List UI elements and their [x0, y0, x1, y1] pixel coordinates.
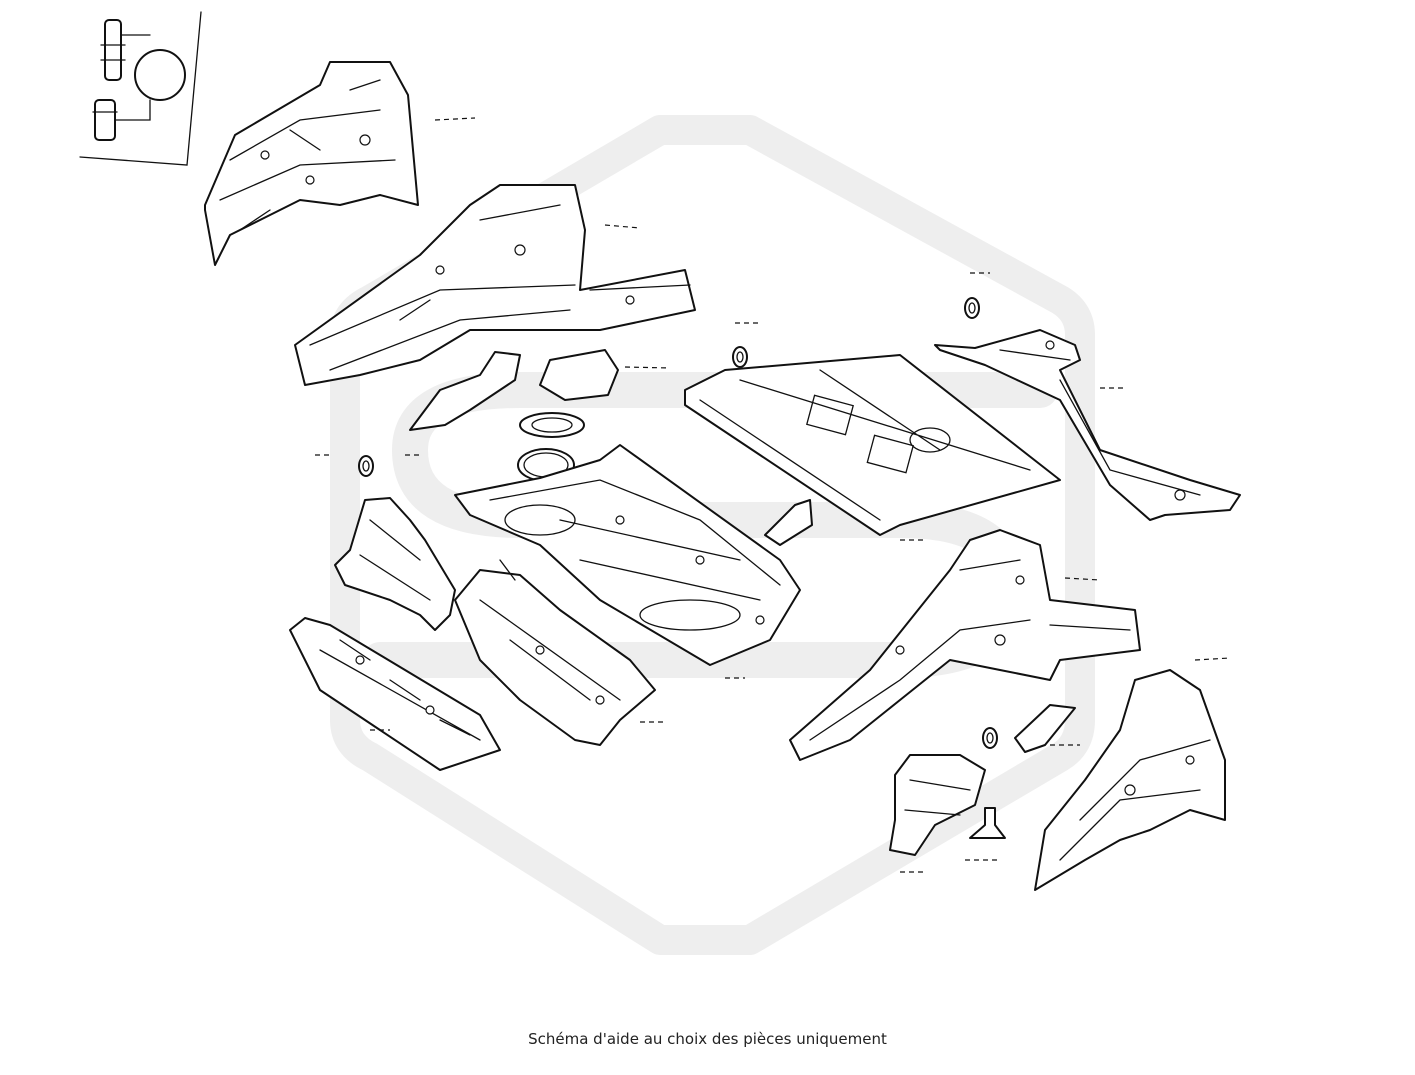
- front-side-member-left[interactable]: [294, 184, 696, 386]
- inset-frame: [79, 11, 202, 166]
- sealing-plug[interactable]: [134, 49, 186, 101]
- rear-floor-pan[interactable]: [454, 444, 801, 666]
- rear-longitudinal-left[interactable]: [454, 559, 665, 746]
- rear-wheelhouse-right[interactable]: [1034, 657, 1231, 891]
- rear-gusset-bracket[interactable]: [1014, 704, 1076, 753]
- sill-reinforcement-left[interactable]: [289, 617, 501, 771]
- grommet-right-lower[interactable]: [982, 727, 998, 749]
- spring-seal-upper[interactable]: [519, 412, 585, 438]
- grommet-center[interactable]: [732, 346, 748, 368]
- flange-bolt[interactable]: [94, 99, 116, 141]
- stud-bolt[interactable]: [104, 19, 122, 81]
- front-support-bracket[interactable]: [539, 349, 619, 401]
- sill-inner-left[interactable]: [334, 497, 456, 631]
- grommet-left[interactable]: [358, 455, 374, 477]
- front-wheelhouse-left[interactable]: [204, 61, 476, 266]
- center-floor-panel[interactable]: [684, 354, 1061, 536]
- rear-support-plate[interactable]: [889, 754, 986, 856]
- diagram-caption: Schéma d'aide au choix des pièces unique…: [528, 1030, 887, 1048]
- rear-side-member-right[interactable]: [789, 529, 1141, 761]
- jack-point[interactable]: [969, 807, 1006, 839]
- front-bracket-small[interactable]: [409, 351, 521, 431]
- grommet-right-upper[interactable]: [964, 297, 980, 319]
- inset-fasteners: [79, 11, 202, 166]
- rear-cross-member[interactable]: [934, 329, 1241, 521]
- center-reinforcement[interactable]: [764, 499, 813, 546]
